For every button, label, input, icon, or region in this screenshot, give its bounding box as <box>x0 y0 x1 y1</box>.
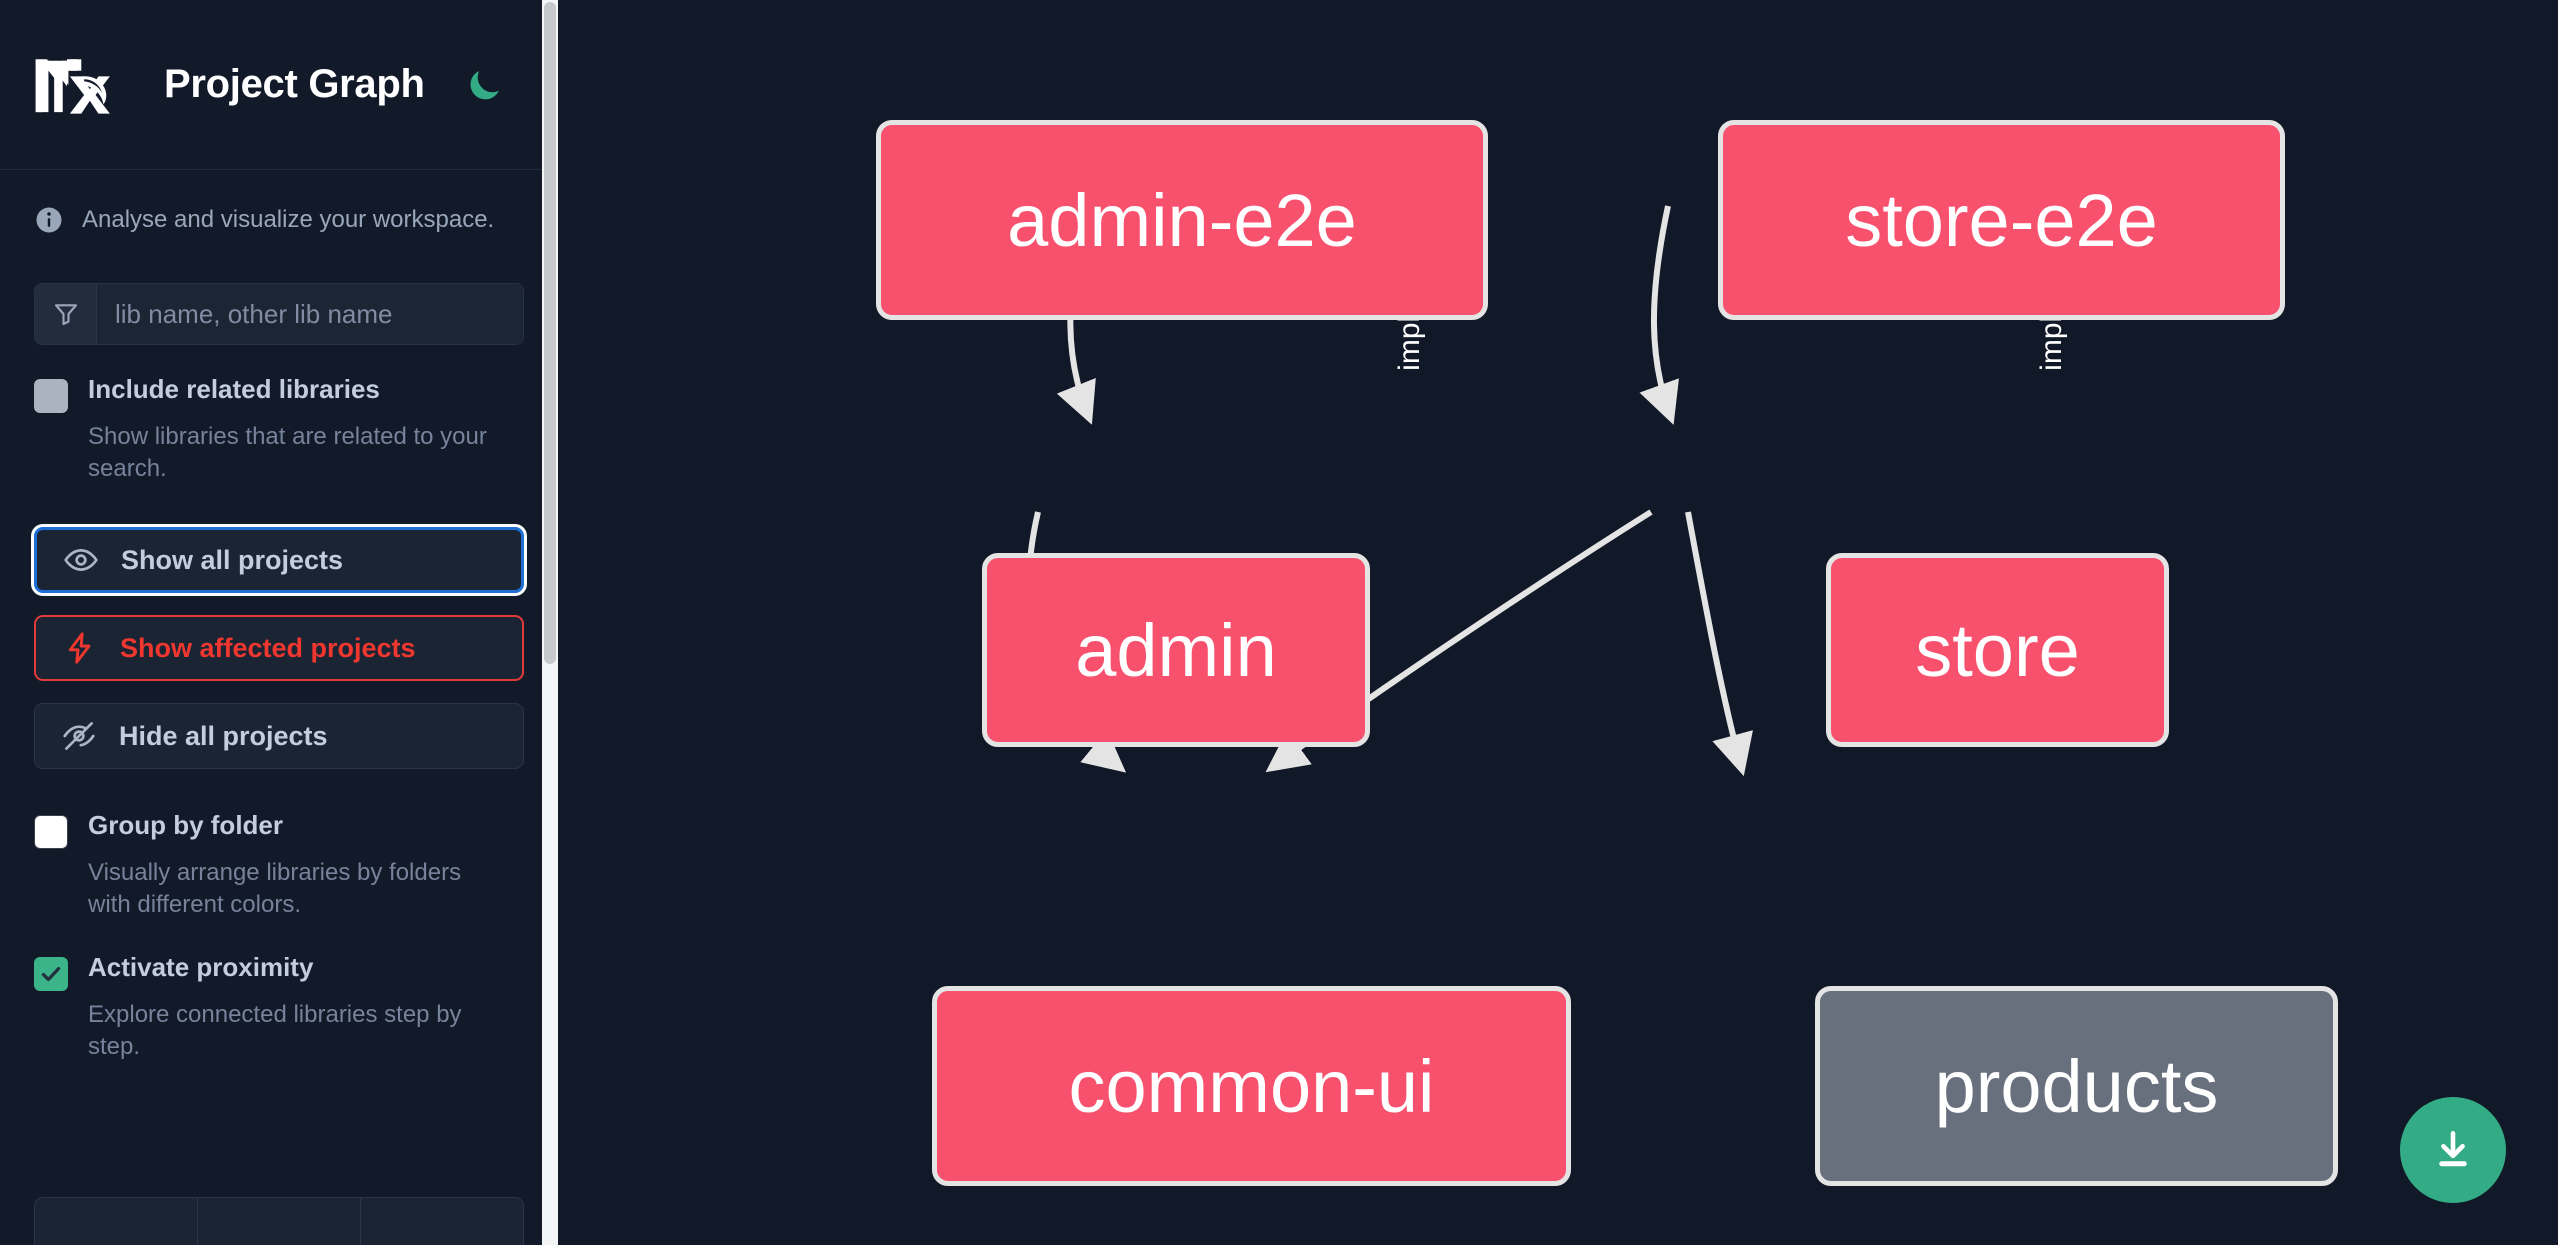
moon-icon[interactable] <box>461 62 507 108</box>
show-affected-projects-button[interactable]: Show affected projects <box>34 615 524 681</box>
sidebar-scrollbar[interactable] <box>542 0 558 1245</box>
group-by-folder-label: Group by folder <box>88 810 283 840</box>
eye-icon <box>63 542 99 578</box>
funnel-filter-icon <box>35 284 97 345</box>
filter-search-box <box>34 283 524 346</box>
workspace-info: Analyse and visualize your workspace. <box>0 170 558 235</box>
info-circle-icon <box>34 205 64 235</box>
download-button[interactable] <box>2400 1097 2506 1203</box>
include-related-libraries-label: Include related libraries <box>88 374 380 405</box>
checkbox-row-activate-proximity[interactable]: Activate proximity <box>34 951 524 991</box>
hide-all-projects-button[interactable]: Hide all projects <box>34 703 524 769</box>
group-by-folder-checkbox[interactable] <box>34 815 68 849</box>
include-related-libraries-description: Show libraries that are related to your … <box>88 423 487 483</box>
include-related-libraries-checkbox[interactable] <box>34 379 68 414</box>
activate-proximity-label: Activate proximity <box>88 951 314 982</box>
sidebar: Project Graph Analyse and visualize your… <box>0 0 558 1245</box>
graph-node-common-ui[interactable]: common-ui <box>932 986 1571 1186</box>
show-all-projects-button[interactable]: Show all projects <box>34 527 524 593</box>
page-title: Project Graph <box>164 62 425 106</box>
graph-node-store[interactable]: store <box>1826 553 2169 747</box>
workspace-info-text: Analyse and visualize your workspace. <box>82 206 495 233</box>
graph-node-products[interactable]: products <box>1815 986 2338 1186</box>
activate-proximity-checkbox[interactable] <box>34 956 68 991</box>
eye-off-icon <box>61 718 97 754</box>
activate-proximity-description: Explore connected libraries step by step… <box>88 1000 462 1060</box>
show-affected-projects-label: Show affected projects <box>120 632 416 663</box>
sidebar-scrollbar-thumb[interactable] <box>544 2 556 664</box>
nx-logo-icon <box>34 55 120 115</box>
proximity-step-decrease[interactable] <box>35 1198 198 1245</box>
checkbox-group-group-by-folder: Group by folder Visually arrange librari… <box>0 769 558 921</box>
graph-node-store-e2e[interactable]: store-e2e <box>1718 120 2285 320</box>
show-all-projects-label: Show all projects <box>121 544 344 575</box>
checkbox-group-activate-proximity: Activate proximity Explore connected lib… <box>0 921 558 1063</box>
edge-store-e2e-to-store <box>1639 205 1679 425</box>
proximity-step-increase[interactable] <box>361 1198 523 1245</box>
checkbox-group-include-related: Include related libraries Show libraries… <box>0 345 558 485</box>
graph-canvas[interactable]: implicit implicit admin-e2e store-e2e ad… <box>558 0 2558 1245</box>
lightning-icon <box>62 630 98 666</box>
graph-node-admin-e2e[interactable]: admin-e2e <box>876 120 1488 320</box>
checkbox-row-group-by-folder[interactable]: Group by folder <box>34 810 524 849</box>
edge-store-to-products <box>1685 511 1753 777</box>
checkbox-row-include-related-libraries[interactable]: Include related libraries <box>34 374 524 414</box>
project-visibility-buttons: Show all projects Show affected projects <box>34 527 524 769</box>
graph-node-admin[interactable]: admin <box>982 553 1370 747</box>
hide-all-projects-label: Hide all projects <box>119 720 328 751</box>
sidebar-header: Project Graph <box>0 0 558 170</box>
check-icon <box>41 966 61 981</box>
search-input[interactable] <box>97 284 523 345</box>
proximity-step-value[interactable] <box>198 1198 361 1245</box>
download-icon <box>2439 1131 2467 1167</box>
proximity-stepper-control[interactable] <box>34 1197 524 1245</box>
group-by-folder-description: Visually arrange libraries by folders wi… <box>88 859 462 918</box>
